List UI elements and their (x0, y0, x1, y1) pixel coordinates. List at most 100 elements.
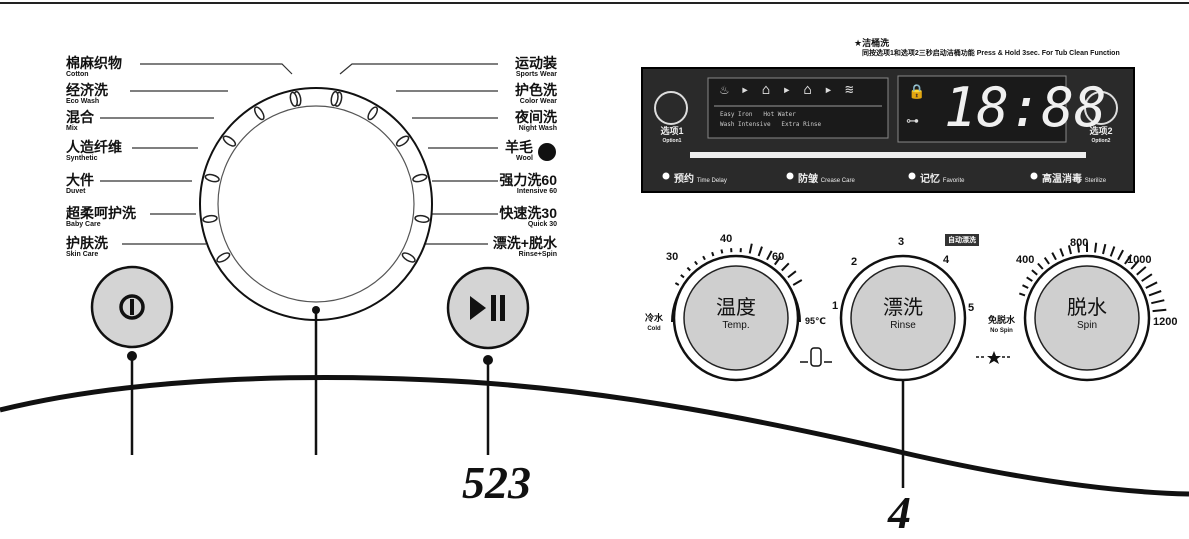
program-label: 夜间洗 (515, 109, 557, 125)
detergent-icon (800, 347, 832, 367)
spin-tick (1130, 259, 1140, 270)
wool-icon (538, 143, 556, 161)
callout-4: 4 (888, 487, 911, 538)
label-sterilize[interactable]: 高温消毒 Sterilize (1042, 170, 1106, 185)
label-text: 预约 (674, 174, 694, 185)
spin-tick (1141, 273, 1153, 282)
spin-tick (1059, 248, 1065, 257)
temp-tick (720, 249, 724, 254)
program-dial-slot (395, 135, 410, 147)
program-sublabel: Sports Wear (515, 71, 557, 78)
label-subtext: Sterilize (1084, 178, 1107, 184)
program-sublabel: Intensive 60 (516, 188, 557, 195)
label-crease-care[interactable]: 防皱 Crease Care (798, 170, 855, 185)
temp-tick (680, 274, 685, 279)
option-wash-intensive: Wash Intensive (720, 121, 771, 128)
rinse-knob-shape (839, 254, 967, 382)
start-pause-button[interactable] (448, 268, 528, 348)
spin-tick (1136, 266, 1147, 276)
program-dial-slot (289, 91, 299, 107)
spin-tick (1067, 245, 1072, 255)
spin-tick (1076, 243, 1080, 253)
spin-tick (1031, 269, 1038, 276)
program-label: 超柔呵护洗 (66, 205, 136, 221)
program-selector-dial[interactable] (200, 88, 432, 320)
spin-tick (1102, 243, 1107, 255)
program-sublabel: Night Wash (518, 125, 557, 132)
program-sublabel: Eco Wash (66, 98, 100, 105)
program-dial-slot (222, 135, 237, 147)
label-text: 防皱 (798, 174, 818, 185)
rinse-mark-5: 5 (968, 302, 975, 314)
power-button[interactable] (92, 267, 172, 347)
spin-tick (1094, 242, 1098, 253)
rinse-mark-1: 1 (832, 300, 839, 312)
program-sublabel: Skin Care (66, 251, 99, 258)
program-dial-slot (401, 252, 416, 263)
spin-mark-1000: 1000 (1127, 254, 1152, 266)
panel-edge (0, 375, 1189, 497)
program-dial-slot (253, 106, 265, 121)
lock-icon: 🔒 (908, 84, 926, 100)
option-hot-water: Hot Water (763, 111, 796, 118)
spin-tick (1151, 299, 1165, 305)
temp-mark-30: 30 (666, 251, 679, 263)
program-sublabel: Wool (516, 155, 533, 162)
label-favorite[interactable]: 记忆 Favorite (920, 170, 964, 185)
label-time-delay[interactable]: 预约 Time Delay (674, 170, 727, 185)
option-easy-iron: Easy Iron (720, 111, 753, 118)
option-labels: Easy Iron Hot Water Wash Intensive Extra… (720, 110, 880, 130)
temp-tick (748, 243, 753, 254)
temp-mark-40: 40 (720, 233, 733, 245)
star-icon (976, 351, 1012, 364)
program-label: 快速洗30 (499, 205, 557, 221)
label-text: 记忆 (920, 174, 940, 185)
temp-tick (694, 260, 699, 266)
callout-523: 523 (462, 457, 531, 508)
spin-tick (1018, 292, 1026, 297)
program-dial-slot (202, 214, 218, 223)
no-spin-label: 免脱水 (988, 315, 1016, 325)
callout-leaders (130, 310, 905, 488)
label-subtext: Time Delay (696, 178, 727, 184)
program-dial-slot (204, 173, 220, 183)
program-leaders-left (100, 63, 293, 245)
option1-label: 选项1 (660, 126, 684, 136)
spin-tick (1026, 276, 1033, 282)
temp-tick (711, 251, 715, 257)
program-dial-slot (414, 214, 430, 223)
program-sublabel: Color Wear (519, 98, 557, 105)
spin-tick (1051, 252, 1057, 261)
spin-tick (1148, 290, 1162, 297)
temp-tick (792, 279, 803, 286)
spin-knob-shape (1018, 242, 1167, 382)
tub-clean-subtitle: 同按选项1和选项2三秒启动洁桶功能 Press & Hold 3sec. For… (862, 50, 1120, 57)
spin-label: 脱水 (1067, 297, 1107, 319)
program-dial (199, 87, 433, 321)
option-extra-rinse: Extra Rinse (781, 121, 822, 128)
rinse-mark-2: 2 (851, 256, 858, 268)
label-text: 高温消毒 (1042, 174, 1082, 185)
program-label: 强力洗60 (499, 172, 557, 188)
spin-tick (1037, 262, 1044, 270)
temp-mark-95: 95℃ (805, 316, 826, 326)
program-dial-slot (216, 252, 231, 263)
time-display: 18:88 (944, 76, 1107, 139)
temp-tick (757, 246, 763, 257)
